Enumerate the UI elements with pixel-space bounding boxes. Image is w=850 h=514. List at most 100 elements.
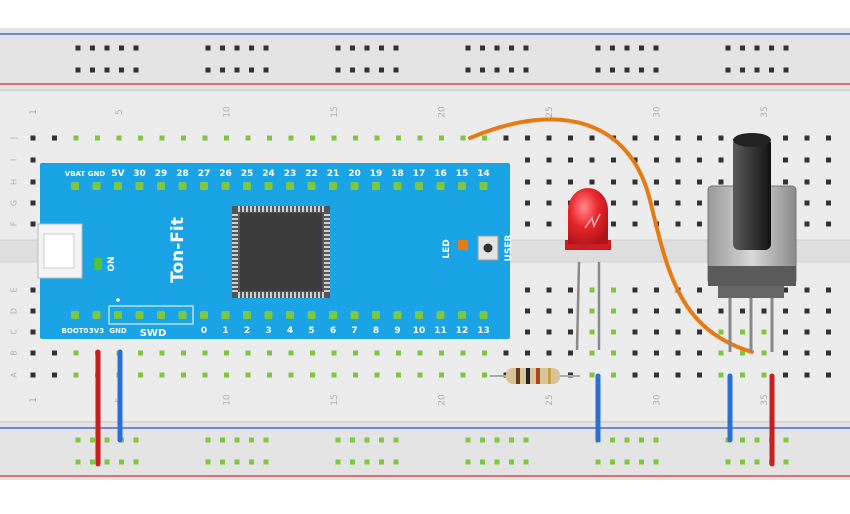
breadboard-hole bbox=[804, 287, 810, 293]
column-number: 15 bbox=[330, 394, 340, 405]
rail-hole bbox=[653, 459, 659, 465]
breadboard-hole bbox=[611, 200, 616, 206]
swd-header-outline bbox=[108, 305, 194, 325]
breadboard-hole bbox=[202, 372, 208, 378]
breadboard-hole bbox=[417, 372, 423, 378]
row-letter: F bbox=[10, 221, 19, 226]
breadboard-hole bbox=[611, 221, 616, 227]
breadboard-hole bbox=[654, 329, 659, 335]
column-number: 25 bbox=[545, 394, 555, 405]
breadboard-hole bbox=[718, 350, 724, 356]
breadboard-hole bbox=[30, 329, 36, 335]
breadboard-hole bbox=[482, 135, 487, 141]
breadboard-hole bbox=[826, 287, 831, 293]
top-pin-label: 20 bbox=[348, 169, 361, 179]
resistor bbox=[490, 368, 580, 384]
rail-hole bbox=[725, 45, 731, 51]
breadboard-hole bbox=[783, 157, 788, 163]
breadboard-hole bbox=[30, 135, 36, 141]
potentiometer[interactable] bbox=[707, 133, 797, 352]
breadboard-hole bbox=[654, 200, 659, 206]
row-letter: A bbox=[10, 372, 19, 378]
breadboard-hole bbox=[73, 135, 79, 141]
breadboard-hole bbox=[589, 179, 595, 185]
breadboard-hole bbox=[611, 308, 616, 314]
rail-hole bbox=[480, 437, 485, 443]
rail-hole bbox=[740, 45, 745, 51]
top-pin-label: 19 bbox=[370, 169, 383, 179]
swd-label: SWD bbox=[140, 328, 167, 339]
breadboard-hole bbox=[654, 350, 659, 356]
breadboard-hole bbox=[374, 350, 380, 356]
breadboard-hole bbox=[654, 135, 659, 141]
rail-hole bbox=[220, 45, 225, 51]
breadboard-hole bbox=[718, 372, 724, 378]
breadboard-hole bbox=[697, 308, 702, 314]
breadboard-hole bbox=[52, 350, 57, 356]
rail-hole bbox=[90, 67, 95, 73]
breadboard-hole bbox=[697, 135, 702, 141]
breadboard-hole bbox=[804, 308, 810, 314]
breadboard-hole bbox=[396, 372, 401, 378]
breadboard-hole bbox=[224, 135, 229, 141]
rail-hole bbox=[740, 67, 745, 73]
board-pin-bottom bbox=[178, 311, 187, 319]
user-label: USER bbox=[504, 234, 514, 261]
rail-hole bbox=[263, 459, 269, 465]
rail-hole bbox=[364, 67, 370, 73]
rail-hole bbox=[379, 45, 384, 51]
pot-knob[interactable] bbox=[733, 138, 771, 250]
breadboard-hole bbox=[52, 372, 57, 378]
top-pin-label: 15 bbox=[456, 169, 469, 179]
breadboard-hole bbox=[331, 350, 337, 356]
breadboard-hole bbox=[245, 135, 251, 141]
top-pin-label: 14 bbox=[477, 169, 490, 179]
column-number: 35 bbox=[760, 106, 770, 117]
rail-hole bbox=[639, 45, 644, 51]
rail-hole bbox=[624, 437, 630, 443]
column-number: 1 bbox=[29, 109, 39, 115]
rail-hole bbox=[509, 459, 514, 465]
board-pin-top bbox=[372, 182, 380, 190]
breadboard-hole bbox=[546, 287, 552, 293]
breadboard-hole bbox=[181, 350, 186, 356]
rail-hole bbox=[119, 45, 124, 51]
breadboard-hole bbox=[30, 179, 36, 185]
breadboard-hole bbox=[30, 157, 36, 163]
board-pin-top bbox=[71, 182, 79, 190]
breadboard-hole bbox=[30, 221, 36, 227]
breadboard-hole bbox=[30, 200, 36, 206]
breadboard-hole bbox=[224, 372, 229, 378]
breadboard-hole bbox=[697, 372, 702, 378]
bottom-pin-label: 6 bbox=[330, 326, 336, 336]
board-pin-top bbox=[135, 182, 144, 190]
column-number: 10 bbox=[223, 106, 233, 118]
breadboard-hole bbox=[611, 287, 616, 293]
row-letter: E bbox=[10, 287, 19, 292]
rail-hole bbox=[379, 459, 384, 465]
rail-hole bbox=[75, 437, 81, 443]
board-pin-bottom bbox=[157, 311, 165, 319]
breadboard-hole bbox=[589, 287, 595, 293]
rail-hole bbox=[263, 437, 269, 443]
row-letter: G bbox=[10, 200, 19, 206]
bottom-pin-label: 9 bbox=[394, 326, 400, 336]
column-number: 15 bbox=[330, 106, 340, 117]
rail-hole bbox=[754, 67, 760, 73]
breadboard-hole bbox=[181, 372, 186, 378]
rail-hole bbox=[75, 45, 81, 51]
rail-hole bbox=[653, 45, 659, 51]
breadboard-hole bbox=[675, 157, 681, 163]
rail-hole bbox=[350, 45, 355, 51]
breadboard-hole bbox=[761, 350, 767, 356]
breadboard-hole bbox=[783, 329, 788, 335]
bottom-pin-label: GND bbox=[109, 327, 127, 335]
rail-hole bbox=[465, 437, 471, 443]
rail-hole bbox=[249, 459, 254, 465]
breadboard-hole bbox=[138, 372, 143, 378]
breadboard-hole bbox=[804, 372, 810, 378]
breadboard-hole bbox=[826, 308, 831, 314]
breadboard-hole bbox=[611, 157, 616, 163]
breadboard-hole bbox=[525, 200, 530, 206]
